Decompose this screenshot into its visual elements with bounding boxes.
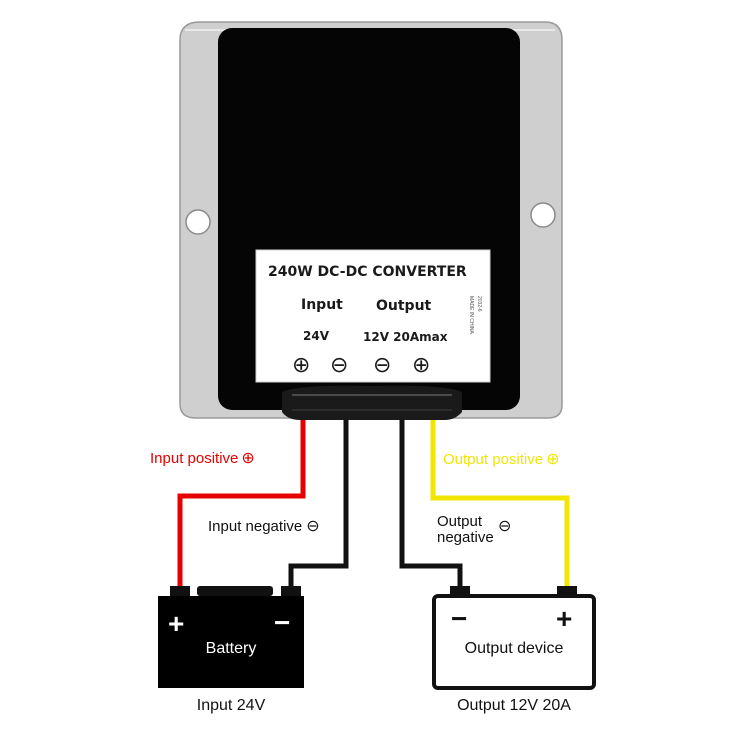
battery-plus-icon: + bbox=[168, 608, 184, 639]
output-heading: Output bbox=[376, 298, 432, 314]
output-negative-label-line2: negative bbox=[437, 529, 494, 546]
label-input-positive-icon: ⊕ bbox=[292, 352, 310, 377]
output-device: − + Output device bbox=[432, 586, 596, 690]
output-device-plus-icon: + bbox=[556, 603, 572, 634]
output-device-caption: Output 12V 20A bbox=[457, 697, 571, 714]
mounting-hole-right bbox=[530, 202, 556, 228]
converter-title: 240W DC-DC CONVERTER bbox=[268, 264, 467, 280]
input-negative-symbol-icon: ⊖ bbox=[306, 518, 319, 535]
input-heading: Input bbox=[301, 297, 343, 313]
mounting-hole-left bbox=[185, 209, 211, 235]
label-side-text-1: 2032-6 bbox=[476, 296, 482, 312]
output-positive-label-text: Output positive bbox=[443, 451, 543, 468]
battery-label: Battery bbox=[206, 640, 257, 657]
battery-minus-icon: − bbox=[274, 607, 290, 638]
cable-grommet bbox=[282, 385, 462, 420]
label-side-text-2: MADE IN CHINA bbox=[468, 296, 474, 334]
input-positive-symbol-icon: ⊕ bbox=[241, 450, 254, 467]
output-spec: 12V 20Amax bbox=[363, 330, 448, 344]
output-device-minus-icon: − bbox=[451, 603, 467, 634]
input-negative-label: Input negative⊖ bbox=[208, 518, 320, 535]
input-negative-label-text: Input negative bbox=[208, 518, 302, 535]
input-spec: 24V bbox=[303, 329, 330, 343]
input-positive-label-text: Input positive bbox=[150, 450, 238, 467]
input-negative-wire bbox=[288, 420, 349, 590]
input-positive-wire bbox=[177, 420, 306, 590]
battery-caption: Input 24V bbox=[197, 697, 266, 714]
label-output-negative-icon: ⊖ bbox=[373, 352, 391, 377]
output-positive-wire bbox=[430, 420, 570, 590]
output-positive-symbol-icon: ⊕ bbox=[546, 451, 559, 468]
battery: + − Battery bbox=[158, 586, 304, 688]
output-negative-symbol-icon: ⊖ bbox=[498, 518, 511, 535]
label-input-negative-icon: ⊖ bbox=[330, 352, 348, 377]
wire-labels: Input positive⊕ Input negative⊖ Output p… bbox=[150, 450, 559, 546]
output-negative-wire bbox=[399, 420, 463, 590]
output-negative-label-line1: Output bbox=[437, 513, 483, 530]
converter-label-sticker: 240W DC-DC CONVERTER Input Output 24V 12… bbox=[255, 249, 491, 383]
input-positive-label: Input positive⊕ bbox=[150, 450, 255, 467]
wires bbox=[177, 420, 570, 590]
label-output-positive-icon: ⊕ bbox=[412, 352, 430, 377]
output-device-label: Output device bbox=[465, 640, 564, 657]
output-positive-label: Output positive⊕ bbox=[443, 451, 559, 468]
